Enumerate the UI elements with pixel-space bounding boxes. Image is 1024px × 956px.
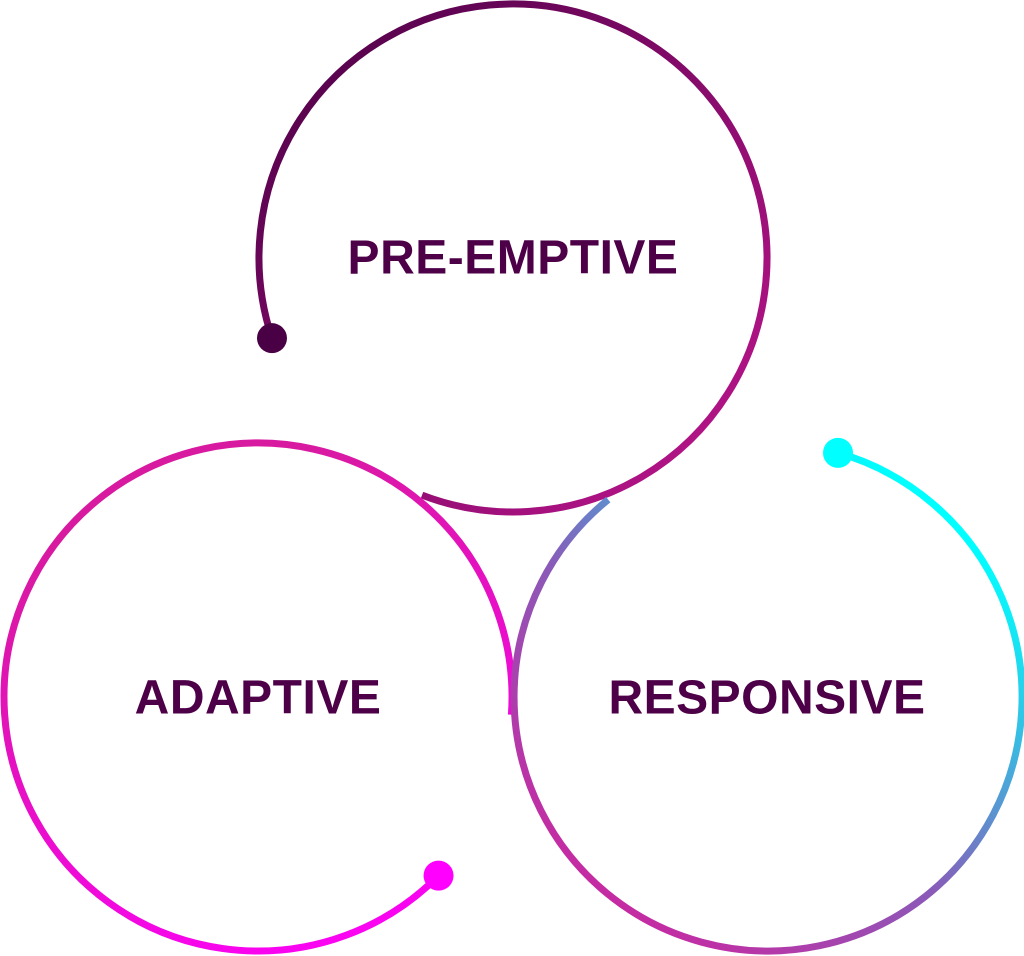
adaptive-label: ADAPTIVE <box>134 671 382 725</box>
adaptive-start-dot <box>423 860 454 891</box>
responsive-start-dot <box>823 437 854 468</box>
pre-emptive-label: PRE-EMPTIVE <box>347 231 679 285</box>
responsive-label: RESPONSIVE <box>608 671 926 725</box>
pre-emptive-start-dot <box>256 323 287 354</box>
pre-emptive-circle-arc <box>255 0 771 516</box>
responsive-circle-arc <box>510 449 1024 955</box>
adaptive-circle-arc <box>0 439 516 955</box>
